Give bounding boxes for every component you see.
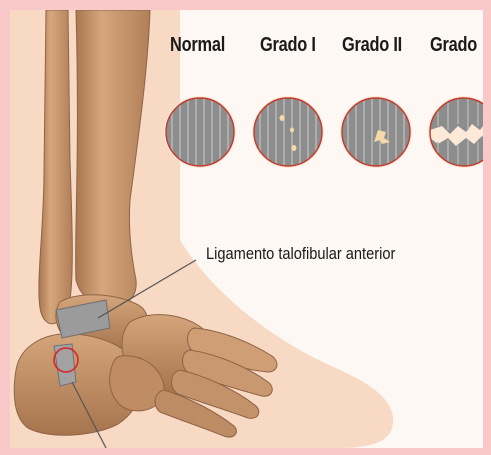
illustration-panel: Normal Grado I Grado II Grado Ligamento … [10,10,483,448]
lens-normal [164,96,236,168]
grade-label-grade-1: Grado I [260,34,316,57]
lens-grade-1 [252,96,324,168]
grade-label-grade-3: Grado [430,34,477,57]
lens-grade-2 [340,96,412,168]
ligament-callout-label: Ligamento talofibular anterior [206,244,395,264]
grade-label-normal: Normal [170,34,225,57]
lens-grade-3 [428,96,483,168]
ankle-illustration [10,10,483,448]
grade-label-grade-2: Grado II [342,34,402,57]
